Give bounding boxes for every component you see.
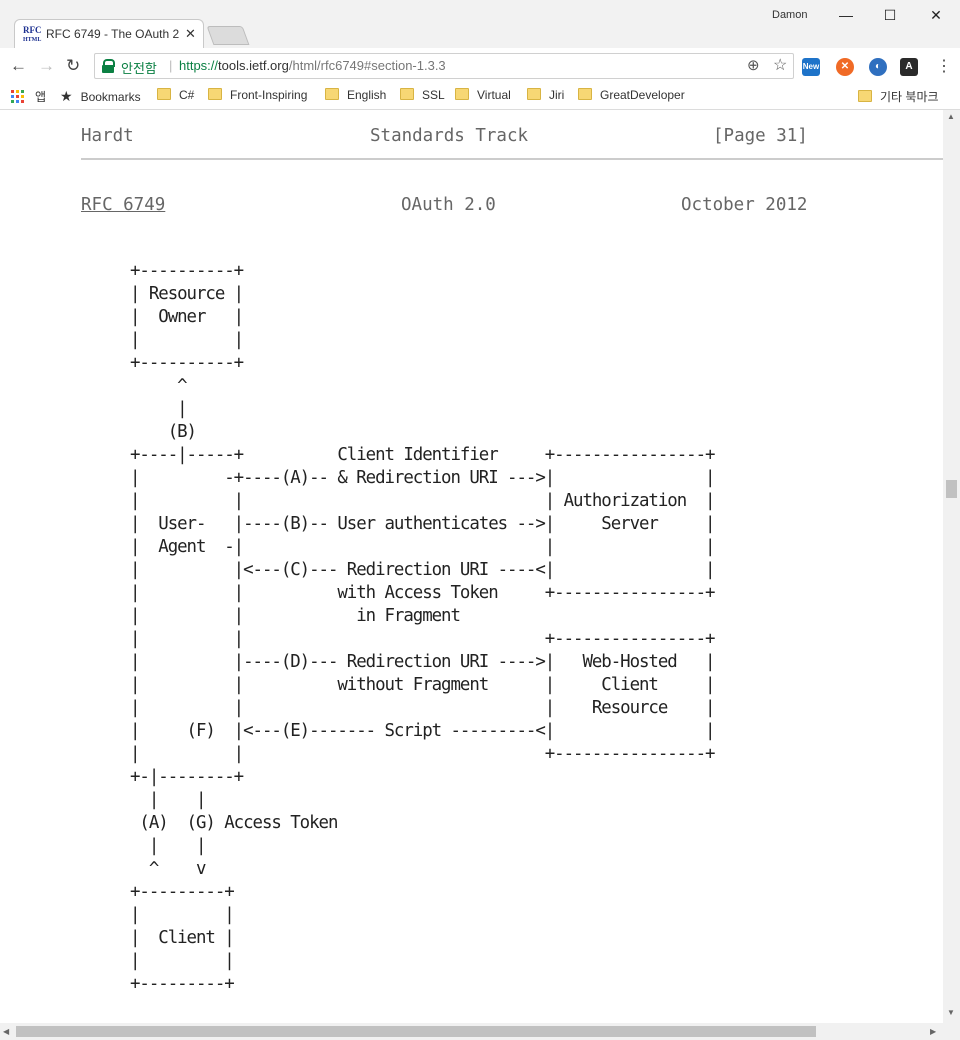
scroll-down-icon[interactable]: ▼	[947, 1008, 955, 1017]
scroll-left-icon[interactable]: ◀	[3, 1027, 10, 1036]
forward-arrow-icon[interactable]: →	[38, 56, 55, 75]
bookmark-english[interactable]: English	[325, 88, 386, 102]
vertical-scroll-thumb[interactable]	[946, 480, 957, 498]
folder-icon	[208, 88, 222, 100]
tab-title: RFC 6749 - The OAuth 2	[46, 27, 180, 41]
bookmark-greatdeveloper[interactable]: GreatDeveloper	[578, 88, 685, 102]
bookmark-virtual[interactable]: Virtual	[455, 88, 511, 102]
bookmarks-bar: 앱 ★Bookmarks C# Front-Inspiring English …	[0, 84, 960, 110]
zoom-icon[interactable]: ⊕	[747, 57, 760, 74]
close-tab-icon[interactable]: ✕	[185, 26, 196, 41]
header-date: October 2012	[681, 195, 808, 215]
folder-icon	[325, 88, 339, 100]
page-content: Hardt Standards Track [Page 31] RFC 6749…	[0, 110, 943, 1023]
vertical-scrollbar[interactable]: ▲ ▼	[943, 110, 960, 1023]
horizontal-scroll-thumb[interactable]	[16, 1026, 816, 1037]
minimize-button[interactable]: —	[839, 7, 853, 23]
extension-orange-icon[interactable]: ✕	[836, 58, 854, 76]
url-separator: |	[169, 58, 173, 73]
url-text[interactable]: https://tools.ietf.org/html/rfc6749#sect…	[179, 58, 446, 73]
extension-a-icon[interactable]: A	[900, 58, 918, 76]
oauth-implicit-flow-diagram: +----------+ | Resource | | Owner | | | …	[130, 261, 715, 994]
apps-grid-icon[interactable]	[11, 90, 26, 105]
apps-label[interactable]: 앱	[35, 90, 47, 104]
scroll-up-icon[interactable]: ▲	[947, 112, 955, 121]
page-break-line	[81, 158, 943, 160]
lock-icon	[103, 59, 115, 67]
extension-new-icon[interactable]: New	[802, 58, 820, 76]
folder-icon	[527, 88, 541, 100]
profile-name[interactable]: Damon	[772, 9, 808, 21]
scroll-right-icon[interactable]: ▶	[930, 1027, 937, 1036]
folder-icon	[157, 88, 171, 100]
footer-page: [Page 31]	[713, 126, 808, 146]
reload-icon[interactable]: ↻	[66, 56, 81, 75]
bookmark-other[interactable]: 기타 북마크	[858, 88, 939, 105]
folder-icon	[455, 88, 469, 100]
folder-icon	[858, 90, 872, 102]
secure-label[interactable]: 안전함	[121, 61, 157, 76]
menu-icon[interactable]: ⋮	[936, 58, 952, 75]
horizontal-scrollbar[interactable]: ◀ ▶	[0, 1023, 960, 1040]
address-bar[interactable]: 안전함 | https://tools.ietf.org/html/rfc674…	[94, 53, 794, 79]
close-window-button[interactable]: ✕	[930, 7, 942, 23]
footer-author: Hardt	[81, 126, 134, 146]
maximize-button[interactable]: ☐	[883, 7, 897, 23]
extension-globe-icon[interactable]: ◐	[869, 58, 887, 76]
folder-icon	[578, 88, 592, 100]
bookmark-star-icon[interactable]: ☆	[773, 57, 788, 74]
footer-track: Standards Track	[370, 126, 529, 146]
bookmark-front-inspiring[interactable]: Front-Inspiring	[208, 88, 307, 102]
back-arrow-icon[interactable]: ←	[10, 56, 27, 75]
bookmark-ssl[interactable]: SSL	[400, 88, 445, 102]
header-title: OAuth 2.0	[401, 195, 496, 215]
bookmark-jiri[interactable]: Jiri	[527, 88, 564, 102]
new-tab-button[interactable]	[206, 26, 250, 45]
bookmark-csharp[interactable]: C#	[157, 88, 194, 102]
bookmark-bookmarks[interactable]: ★Bookmarks	[60, 88, 141, 104]
rfc-link[interactable]: RFC 6749	[81, 195, 166, 215]
star-icon: ★	[60, 88, 73, 104]
browser-toolbar: ← → ↻ 안전함 | https://tools.ietf.org/html/…	[0, 48, 960, 85]
lock-body	[102, 65, 114, 73]
folder-icon	[400, 88, 414, 100]
